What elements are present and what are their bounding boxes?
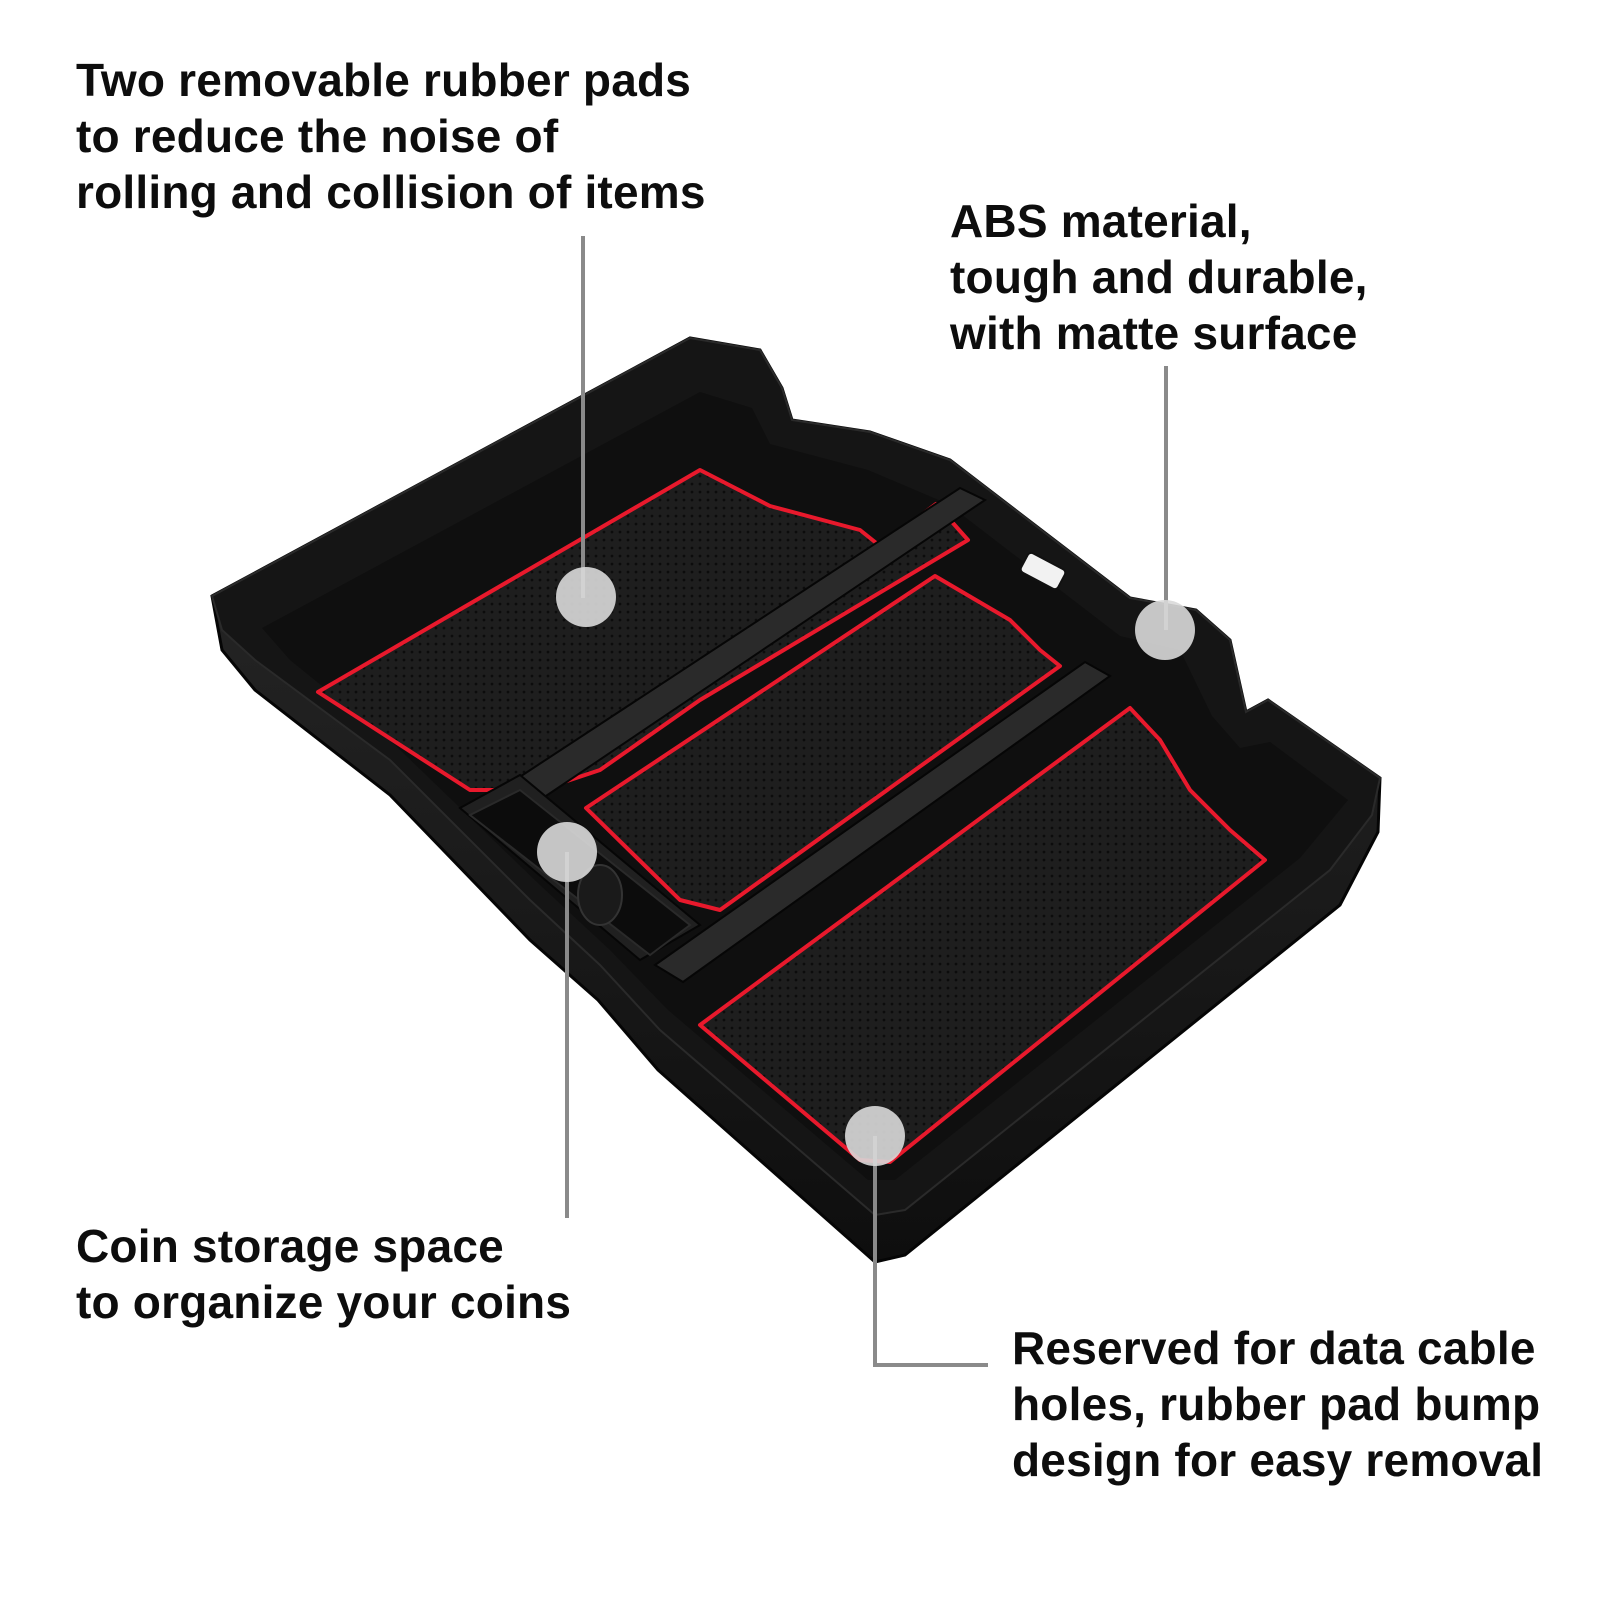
callout-cable-holes: Reserved for data cable holes, rubber pa… <box>1012 1320 1543 1488</box>
callout-coin-storage: Coin storage space to organize your coin… <box>76 1218 571 1330</box>
callout-line: Coin storage space <box>76 1220 504 1272</box>
callout-line: Reserved for data cable <box>1012 1322 1536 1374</box>
rubber-pad-middle <box>584 574 1062 912</box>
callout-line: design for easy removal <box>1012 1434 1544 1486</box>
callout-line: holes, rubber pad bump <box>1012 1378 1541 1430</box>
callout-line: ABS material, <box>950 195 1252 247</box>
callout-line: to organize your coins <box>76 1276 572 1328</box>
callout-line: Two removable rubber pads <box>76 54 692 106</box>
callout-line: tough and durable, <box>950 251 1368 303</box>
callout-line: rolling and collision of items <box>76 166 706 218</box>
cable-notch <box>1019 551 1067 591</box>
callout-abs-material: ABS material, tough and durable, with ma… <box>950 193 1368 361</box>
leader-lines <box>565 236 1168 1367</box>
callout-line: with matte surface <box>950 307 1358 359</box>
marker-coin-storage <box>537 822 597 882</box>
marker-abs-material <box>1135 600 1195 660</box>
callout-markers <box>537 567 1195 1166</box>
marker-cable-holes <box>845 1106 905 1166</box>
marker-rubber-pads <box>556 567 616 627</box>
callout-line: to reduce the noise of <box>76 110 559 162</box>
callout-rubber-pads: Two removable rubber pads to reduce the … <box>76 52 706 220</box>
